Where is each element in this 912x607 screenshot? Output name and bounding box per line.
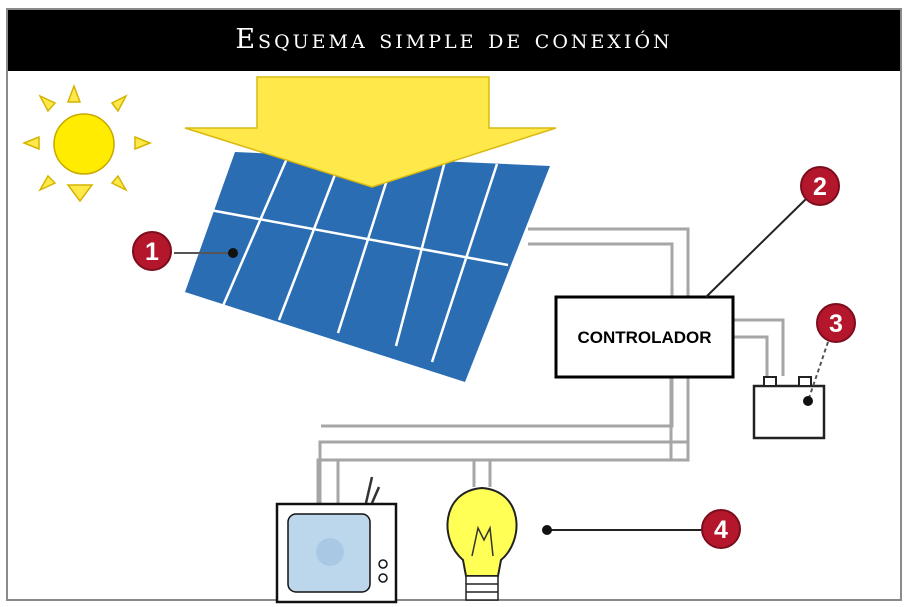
badge-4: 4 [701,509,741,549]
tv-antenna [370,486,381,504]
battery-icon [752,376,826,440]
bulb-base [465,575,499,601]
tv-antenna [364,476,374,504]
badge-3-label: 3 [829,310,843,338]
diagram-title: Esquema simple de conexión [235,24,673,55]
badge-3: 3 [816,303,856,343]
leader-lines [174,198,829,535]
sun-rays [21,83,153,203]
solar-panel-icon [185,152,550,382]
badge-4-label: 4 [714,516,728,544]
controller-box: CONTROLADOR [554,295,735,379]
diagram-frame [6,8,902,601]
sunlight-arrow-icon [184,76,557,188]
panel-grid [209,155,509,363]
badge-1: 1 [132,231,172,271]
badge-1-label: 1 [145,238,159,266]
controller-label: CONTROLADOR [577,328,711,347]
title-bar: Esquema simple de conexión [6,8,902,71]
tv-knob [378,573,388,583]
badge-2: 2 [800,166,840,206]
sun-icon [21,83,153,203]
sun-disc [53,113,115,175]
badge-2-label: 2 [813,173,827,201]
tv-knob [378,559,388,569]
television-icon [275,476,398,604]
panel-surface [185,152,550,382]
light-bulb-icon [446,486,518,601]
